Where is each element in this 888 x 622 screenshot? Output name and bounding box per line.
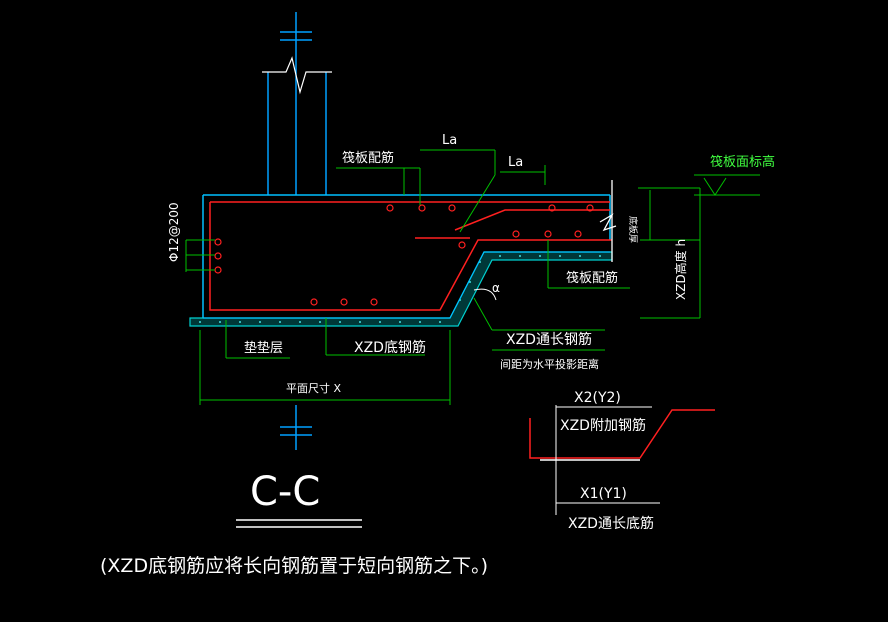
xzd-long-bar-label: XZD通长钢筋 [506, 331, 592, 348]
cushion-layer [189, 251, 613, 327]
side-bar-label: Φ12@200 [167, 202, 181, 262]
plan-size-label: 平面尺寸 X [286, 381, 341, 395]
spacing-note: 间距为水平投影距离 [500, 357, 599, 371]
xzd-bottom-bar-label: XZD底钢筋 [354, 339, 426, 356]
angle-label: α [492, 281, 500, 295]
raft-break [599, 180, 617, 262]
raft-top-elevation-label: 筏板面标高 [710, 154, 775, 170]
xzd-extra-bar-label: XZD附加钢筋 [560, 417, 646, 434]
x2-label: X2(Y2) [574, 390, 621, 406]
la-label-2: La [508, 155, 523, 170]
leaders [185, 149, 760, 405]
la-label-1: La [442, 133, 457, 148]
column-above [262, 12, 332, 195]
title-underline [236, 519, 362, 528]
rebar-dots [214, 204, 594, 306]
column-axis-below [280, 405, 312, 450]
rebar-lines [209, 201, 612, 311]
raft-rebar-top-label: 筏板配筋 [342, 150, 394, 166]
pit-inner-outline [203, 251, 610, 319]
footnote: (XZD底钢筋应将长向钢筋置于短向钢筋之下。) [100, 555, 488, 577]
cushion-label: 垫垫层 [244, 340, 283, 356]
xzd-long-bottom-label: XZD通长底筋 [568, 515, 654, 532]
x1-label: X1(Y1) [580, 486, 627, 502]
angle-arc [473, 288, 497, 301]
raft-bottom-thickness-label: 底板厚 [627, 216, 639, 243]
xzd-depth-label: XZD高度 h [673, 239, 688, 300]
raft-rebar-right-label: 筏板配筋 [566, 270, 618, 286]
section-title: C-C [250, 469, 320, 515]
detail-rebar [529, 405, 715, 515]
cushion-dots [199, 255, 601, 323]
